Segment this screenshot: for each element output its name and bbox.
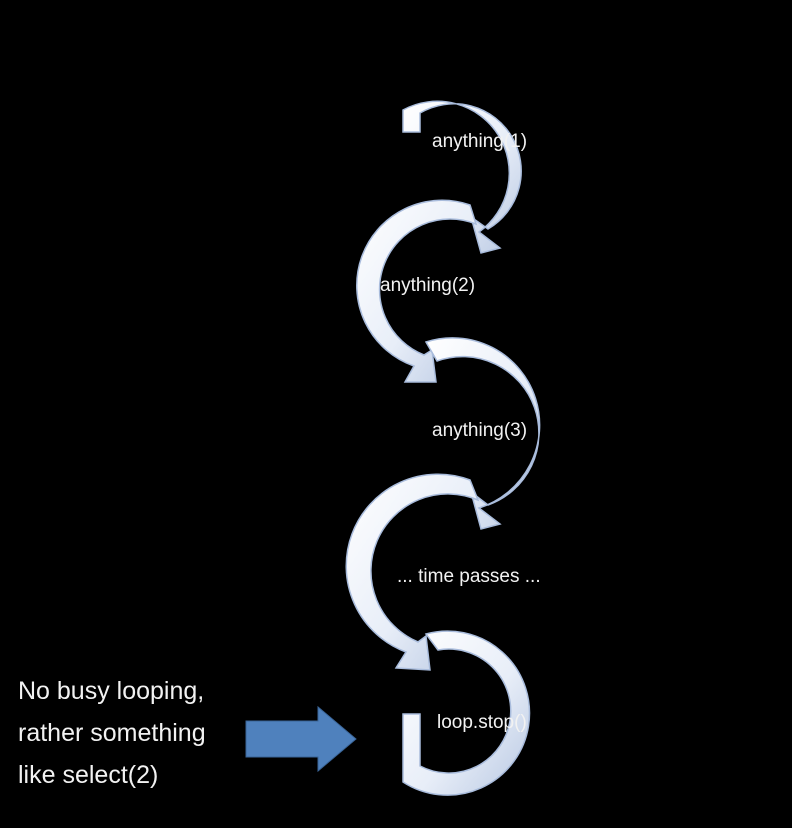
loop-arrow-4 — [345, 473, 480, 671]
caption: No busy looping, rather something like s… — [18, 670, 248, 796]
step-label-5: loop.stop() — [437, 712, 527, 733]
loop-arrow-3 — [424, 337, 541, 530]
step-label-4: ... time passes ... — [397, 566, 541, 587]
step-label-2: anything(2) — [380, 275, 475, 296]
caption-line: No busy looping, — [18, 677, 205, 705]
step-label-3: anything(3) — [432, 420, 527, 441]
caption-line: like select(2) — [18, 761, 159, 789]
caption-line: rather something — [18, 719, 206, 747]
loop-arrow-2 — [356, 199, 478, 383]
pointer-arrow — [245, 705, 357, 773]
loop-arrow-5 — [402, 630, 531, 796]
step-label-1: anything(1) — [432, 131, 527, 152]
loop-arrow-1 — [402, 100, 522, 254]
